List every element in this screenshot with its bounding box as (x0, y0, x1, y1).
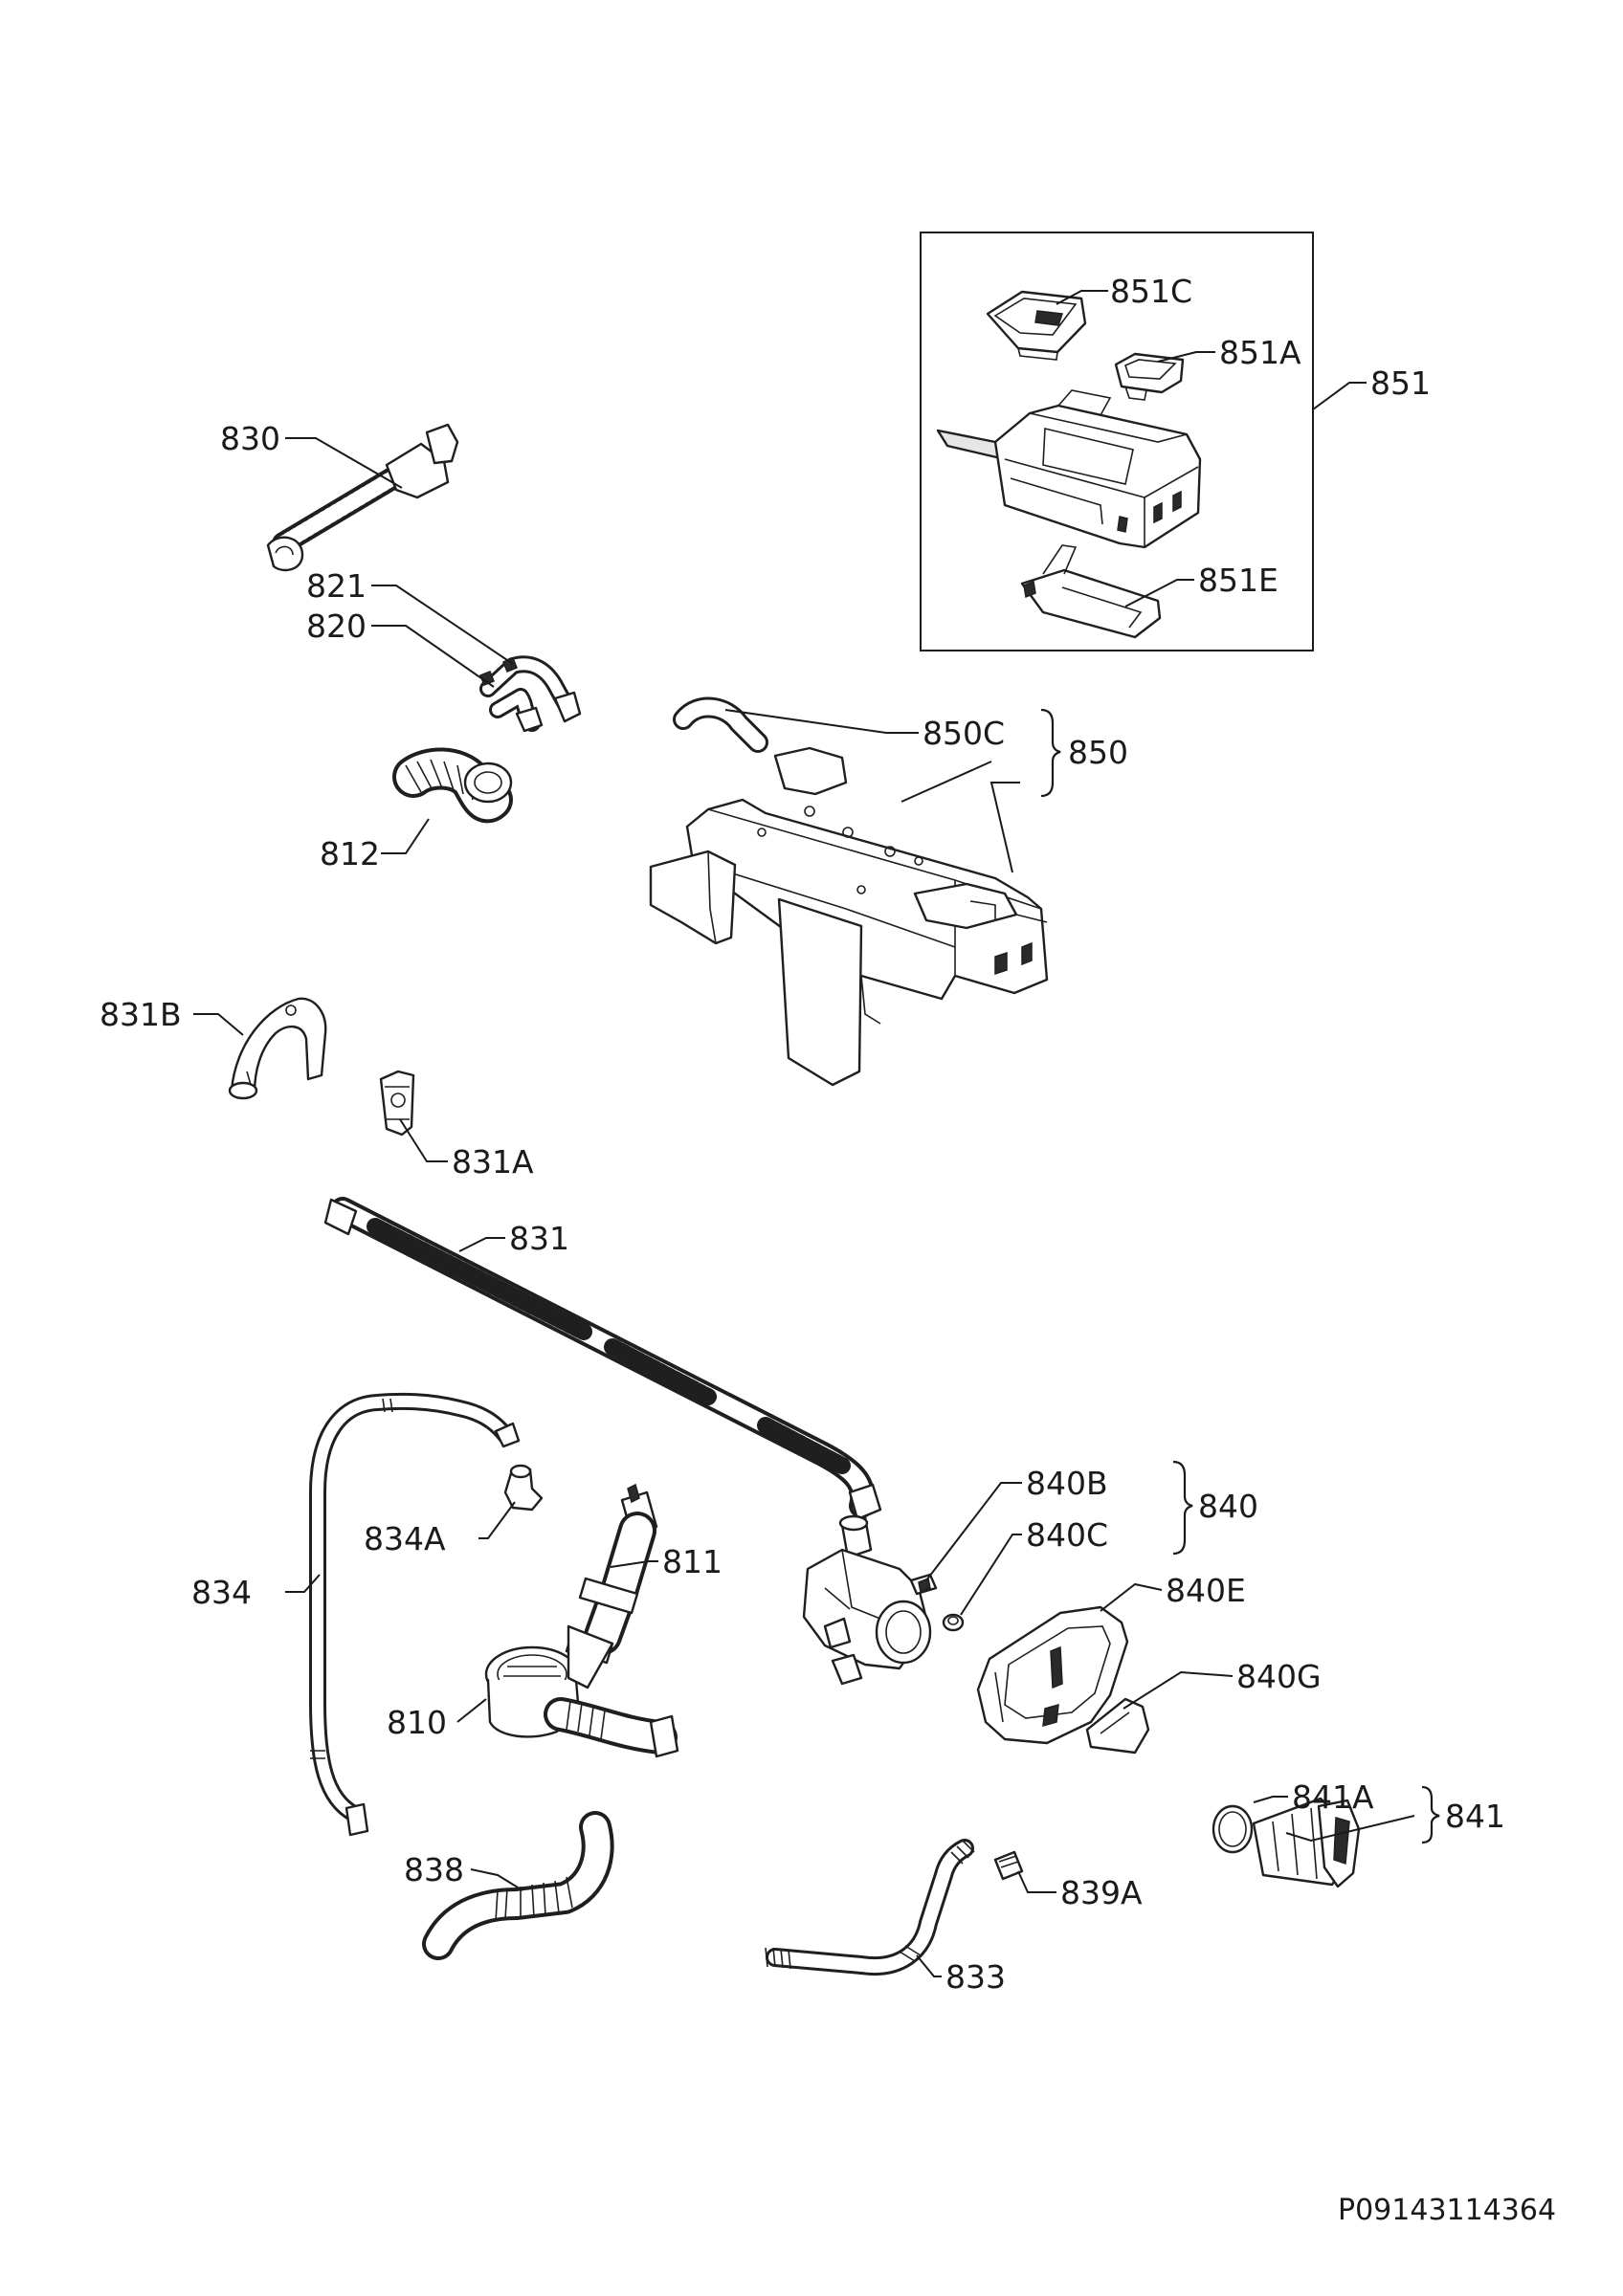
part-840c-seal[interactable] (942, 1613, 965, 1632)
part-831b-hose-guide[interactable] (228, 997, 327, 1100)
brace-841 (1421, 1785, 1440, 1844)
label-840e: 840E (1166, 1572, 1246, 1609)
part-840-drain-pump[interactable] (802, 1514, 938, 1686)
part-851a-softener-cup[interactable] (1114, 352, 1185, 401)
part-831a-clip[interactable] (379, 1070, 415, 1137)
label-820: 820 (306, 607, 367, 645)
label-851: 851 (1370, 364, 1431, 402)
part-834-hose[interactable] (309, 1392, 521, 1837)
reference-code: P09143114364 (1338, 2194, 1556, 2227)
part-831-drain-hose[interactable] (323, 1197, 882, 1521)
part-839a-connector[interactable] (993, 1850, 1024, 1881)
label-851e: 851E (1198, 562, 1278, 599)
part-821-820-inlet-tubes[interactable] (479, 655, 582, 733)
label-821: 821 (306, 567, 367, 605)
part-840g-cap[interactable] (1085, 1697, 1150, 1755)
part-850-dispenser-assembly[interactable] (649, 746, 1049, 1087)
part-812-bellows-hose[interactable] (392, 747, 513, 824)
label-839a: 839A (1060, 1874, 1143, 1911)
brace-840 (1172, 1460, 1193, 1556)
part-834a-connector[interactable] (503, 1464, 544, 1512)
leader-lines (193, 290, 1415, 1977)
part-830-inlet-hose[interactable] (266, 423, 459, 572)
label-833: 833 (945, 1958, 1006, 1996)
label-830: 830 (220, 420, 280, 457)
part-838-hose[interactable] (422, 1811, 614, 1960)
label-840g: 840G (1236, 1658, 1322, 1695)
label-831a: 831A (452, 1143, 534, 1181)
label-834a: 834A (364, 1520, 446, 1557)
label-811: 811 (662, 1543, 723, 1580)
part-851e-drawer-insert[interactable] (1020, 544, 1162, 639)
label-840c: 840C (1026, 1516, 1108, 1554)
label-850: 850 (1068, 734, 1128, 771)
label-851a: 851A (1219, 334, 1301, 371)
label-851c: 851C (1110, 273, 1192, 310)
label-850c: 850C (923, 715, 1005, 752)
brace-850 (1040, 708, 1061, 798)
label-840: 840 (1198, 1488, 1258, 1525)
label-831: 831 (509, 1220, 569, 1257)
label-840b: 840B (1026, 1465, 1108, 1502)
label-812: 812 (320, 835, 380, 872)
label-841: 841 (1445, 1798, 1505, 1835)
part-850c-hose[interactable] (673, 696, 768, 753)
label-838: 838 (404, 1851, 464, 1888)
part-841-filter[interactable] (1212, 1797, 1361, 1888)
part-810-sump[interactable] (484, 1624, 679, 1758)
label-834: 834 (191, 1574, 252, 1611)
part-851c-siphon-cover[interactable] (986, 290, 1087, 361)
part-840e-pump-cover[interactable] (976, 1605, 1129, 1745)
label-831b: 831B (100, 996, 182, 1033)
label-810: 810 (387, 1704, 447, 1741)
detail-frame-851 (920, 232, 1314, 651)
part-833-hose[interactable] (765, 1839, 975, 1976)
part-851-detergent-drawer[interactable] (936, 389, 1202, 549)
label-841a: 841A (1292, 1778, 1374, 1816)
